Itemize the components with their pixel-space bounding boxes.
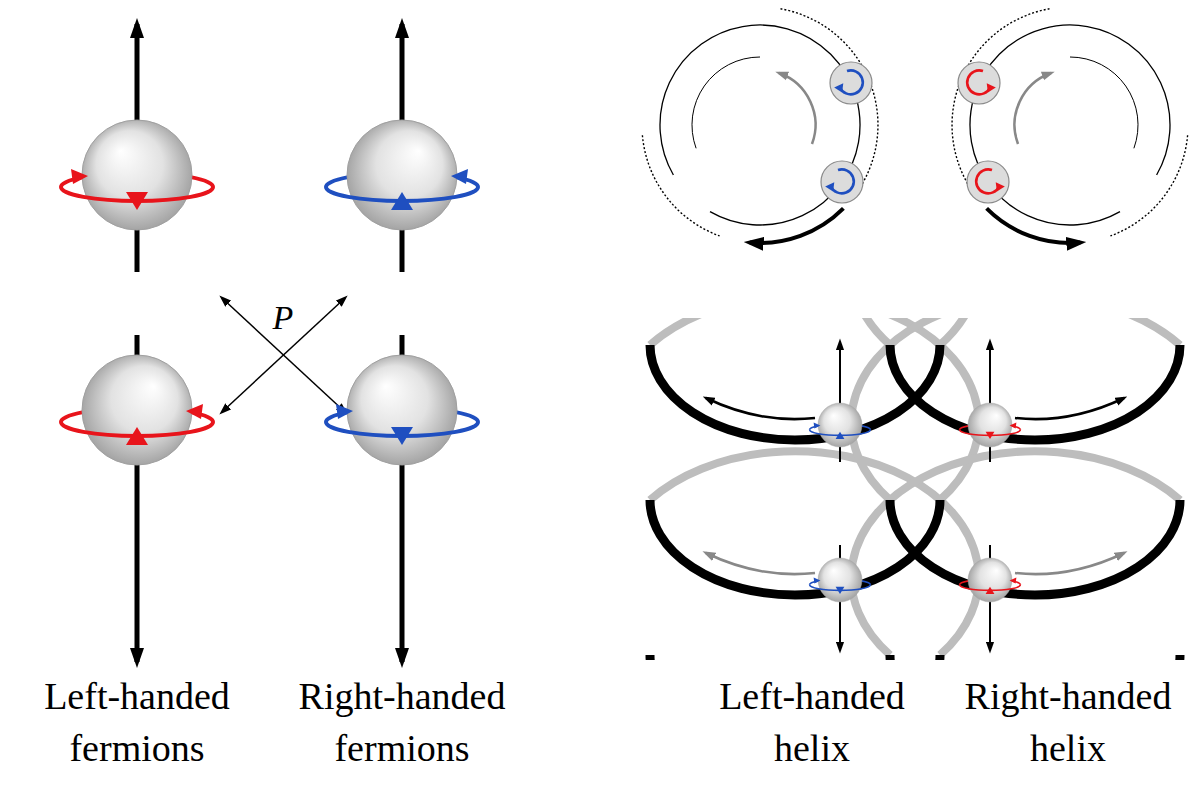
helix-axes bbox=[840, 342, 990, 650]
helix-particle bbox=[810, 558, 871, 602]
fermion-sphere bbox=[326, 120, 478, 230]
caption-text: Right-handed helix bbox=[948, 670, 1188, 774]
parity-arrows bbox=[222, 298, 345, 412]
fermion-sphere bbox=[61, 355, 213, 465]
momentum-arrows bbox=[137, 24, 402, 662]
operator-symbol: P bbox=[273, 299, 294, 336]
orbit-spiral bbox=[642, 9, 878, 243]
helix-particle bbox=[810, 403, 871, 447]
helix-particle bbox=[960, 558, 1021, 602]
helix-particle bbox=[960, 403, 1021, 447]
fermion-sphere bbox=[326, 355, 478, 465]
helix-coil bbox=[650, 318, 1180, 660]
caption-text: Right-handed fermions bbox=[277, 670, 527, 774]
fermion-sphere bbox=[61, 120, 213, 230]
caption-text: Left-handed helix bbox=[687, 670, 937, 774]
orbit-spiral bbox=[952, 9, 1188, 243]
caption-text: Left-handed fermions bbox=[12, 670, 262, 774]
